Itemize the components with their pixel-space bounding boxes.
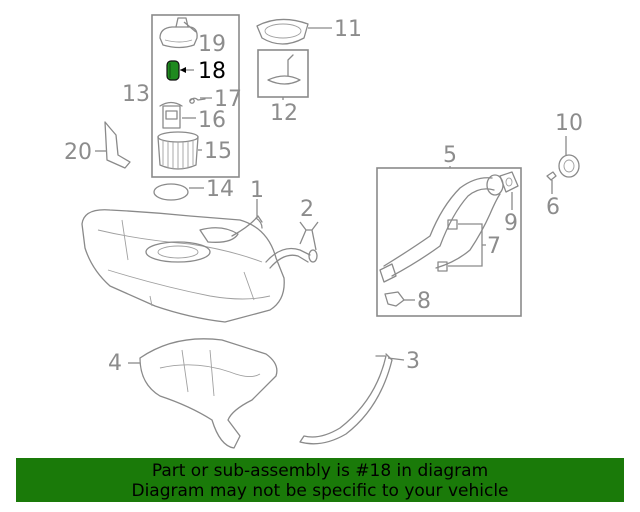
info-banner: Part or sub-assembly is #18 in diagram D… xyxy=(16,458,624,502)
part-9-gasket xyxy=(499,171,519,193)
callout-16[interactable]: 16 xyxy=(198,108,226,133)
banner-line-1: Part or sub-assembly is #18 in diagram xyxy=(151,461,489,481)
part-5-filler-pipe xyxy=(379,174,504,283)
parts-diagram: 19 18 17 16 15 14 13 11 12 20 1 2 4 3 5 … xyxy=(64,14,583,449)
callout-14[interactable]: 14 xyxy=(206,177,234,202)
part-14-gasket xyxy=(153,183,189,201)
part-15-filter xyxy=(157,131,199,170)
callout-17[interactable]: 17 xyxy=(214,87,242,112)
callout-11[interactable]: 11 xyxy=(334,17,362,42)
filler-pipe-group-box xyxy=(376,167,522,317)
callout-20[interactable]: 20 xyxy=(64,140,92,165)
pump-module-group-box xyxy=(151,14,240,178)
callout-10[interactable]: 10 xyxy=(555,111,583,136)
part-18-highlighted[interactable] xyxy=(166,60,180,81)
callout-8[interactable]: 8 xyxy=(417,289,431,314)
part-1-hose xyxy=(255,217,263,229)
banner-line-2: Diagram may not be specific to your vehi… xyxy=(131,481,509,501)
callout-7[interactable]: 7 xyxy=(487,234,501,259)
callout-12[interactable]: 12 xyxy=(270,101,298,126)
leader-lines xyxy=(95,21,567,364)
part-12-sender xyxy=(257,49,309,98)
callout-4[interactable]: 4 xyxy=(108,351,122,376)
callout-18[interactable]: 18 xyxy=(198,59,226,84)
part-20-bracket xyxy=(104,121,131,169)
callout-3[interactable]: 3 xyxy=(406,349,420,374)
part-11-retainer xyxy=(256,18,309,45)
part-10-fuel-cap xyxy=(558,154,580,178)
part-8-bracket xyxy=(384,291,405,307)
part-7-clamps xyxy=(437,219,458,272)
part-2-vent-hose xyxy=(265,247,318,269)
callout-6[interactable]: 6 xyxy=(546,195,560,220)
callout-1[interactable]: 1 xyxy=(250,178,264,203)
callout-9[interactable]: 9 xyxy=(504,211,518,236)
part-3-strap xyxy=(299,353,393,445)
callout-19[interactable]: 19 xyxy=(198,32,226,57)
part-19-pump-cover xyxy=(159,17,198,49)
callout-2[interactable]: 2 xyxy=(300,197,314,222)
part-6-clip xyxy=(546,171,557,181)
part-4-heat-shield xyxy=(139,338,278,449)
callout-5[interactable]: 5 xyxy=(443,143,457,168)
fuel-tank xyxy=(81,209,285,323)
part-16-regulator xyxy=(159,101,183,129)
part-17-clip xyxy=(189,97,206,104)
callout-13[interactable]: 13 xyxy=(122,82,150,107)
callout-15[interactable]: 15 xyxy=(204,139,232,164)
